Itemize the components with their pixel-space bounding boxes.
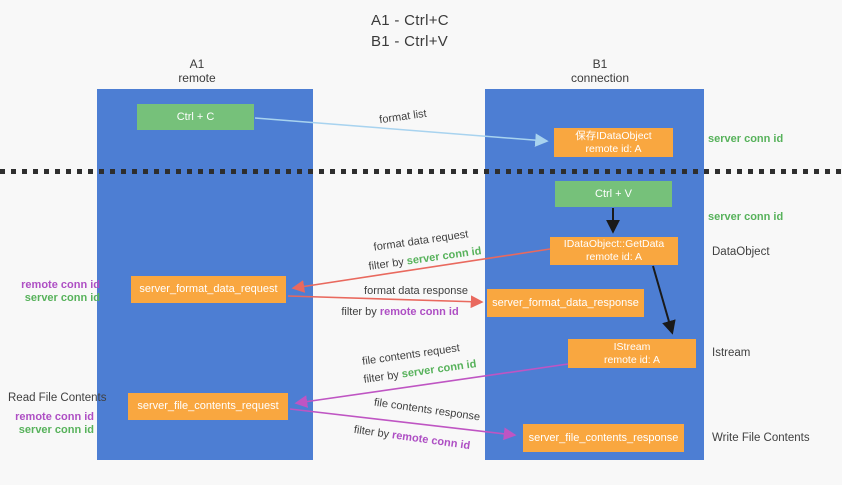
edge-label-file-contents-response: file contents response xyxy=(373,396,481,424)
lifeline-b1-subtitle: connection xyxy=(570,71,630,85)
node-server-file-contents-request: server_file_contents_request xyxy=(128,393,288,420)
annotation-server-conn-id-top: server conn id xyxy=(708,133,784,145)
edge-label-filter-by-remote-1: filter by remote conn id xyxy=(341,306,458,318)
istream-line2: remote id: A xyxy=(603,353,661,366)
lifeline-b1-name: B1 xyxy=(592,57,608,71)
ctrl-c-label: Ctrl + C xyxy=(176,110,215,123)
filter-by-text: filter by xyxy=(362,369,400,386)
title-line-2: B1 - Ctrl+V xyxy=(371,33,449,50)
annotation-istream: Istream xyxy=(712,347,751,359)
edge-label-format-data-response: format data response xyxy=(364,285,468,297)
remote-conn-id-text: remote conn id xyxy=(379,306,459,318)
remote-conn-id-text: remote conn id xyxy=(391,429,471,453)
title-line-1: A1 - Ctrl+C xyxy=(371,12,449,29)
machine-boundary-dotted-line xyxy=(0,169,842,174)
getdata-line2: remote id: A xyxy=(585,251,643,263)
annotation-read-file-contents: Read File Contents xyxy=(8,392,107,404)
annotation-server-conn-id-mid: server conn id xyxy=(708,211,784,223)
node-ctrl-v: Ctrl + V xyxy=(555,181,672,207)
annotation-server-conn-id-left-top: server conn id xyxy=(24,292,100,304)
annotation-server-conn-id-left-bottom: server conn id xyxy=(18,424,94,436)
annotation-conn-ids-bottom: remote conn id server conn id xyxy=(10,411,94,437)
getdata-line1: IDataObject::GetData xyxy=(563,238,665,250)
edge-label-filter-by-remote-2: filter by remote conn id xyxy=(353,424,471,452)
node-save-idataobject: 保存IDataObject remote id: A xyxy=(554,128,673,157)
save-idataobject-line1: 保存IDataObject xyxy=(575,129,652,142)
node-idataobject-getdata: IDataObject::GetData remote id: A xyxy=(550,237,678,265)
node-istream: IStream remote id: A xyxy=(568,339,696,368)
filter-by-text: filter by xyxy=(367,256,405,273)
node-server-format-data-request: server_format_data_request xyxy=(131,276,286,303)
server-conn-id-text: server conn id xyxy=(401,358,478,381)
annotation-remote-conn-id-bottom: remote conn id xyxy=(15,411,94,423)
node-ctrl-c: Ctrl + C xyxy=(137,104,254,130)
filter-by-text: filter by xyxy=(353,423,390,441)
lifeline-a1-name: A1 xyxy=(189,57,205,71)
diagram-title: A1 - Ctrl+C B1 - Ctrl+V xyxy=(371,10,449,52)
file-response-label: server_file_contents_response xyxy=(528,431,679,444)
annotation-conn-ids-top: remote conn id server conn id xyxy=(10,279,100,305)
lifeline-a1-subtitle: remote xyxy=(178,71,216,85)
save-idataobject-line2: remote id: A xyxy=(585,142,642,155)
edge-label-format-list: format list xyxy=(378,107,428,127)
node-server-format-data-response: server_format_data_response xyxy=(487,289,644,317)
annotation-dataobject: DataObject xyxy=(712,246,770,258)
lifeline-header-a1: A1 remote xyxy=(137,57,257,85)
annotation-remote-conn-id-top: remote conn id xyxy=(21,279,100,291)
filter-by-text: filter by xyxy=(341,306,377,318)
ctrl-v-label: Ctrl + V xyxy=(595,187,632,200)
server-conn-id-text: server conn id xyxy=(406,245,483,268)
format-response-label: server_format_data_response xyxy=(492,296,639,309)
lifeline-header-b1: B1 connection xyxy=(540,57,660,85)
format-request-label: server_format_data_request xyxy=(139,283,278,295)
node-server-file-contents-response: server_file_contents_response xyxy=(523,424,684,452)
istream-line1: IStream xyxy=(613,340,651,353)
file-request-label: server_file_contents_request xyxy=(137,400,279,412)
annotation-write-file-contents: Write File Contents xyxy=(712,432,810,444)
